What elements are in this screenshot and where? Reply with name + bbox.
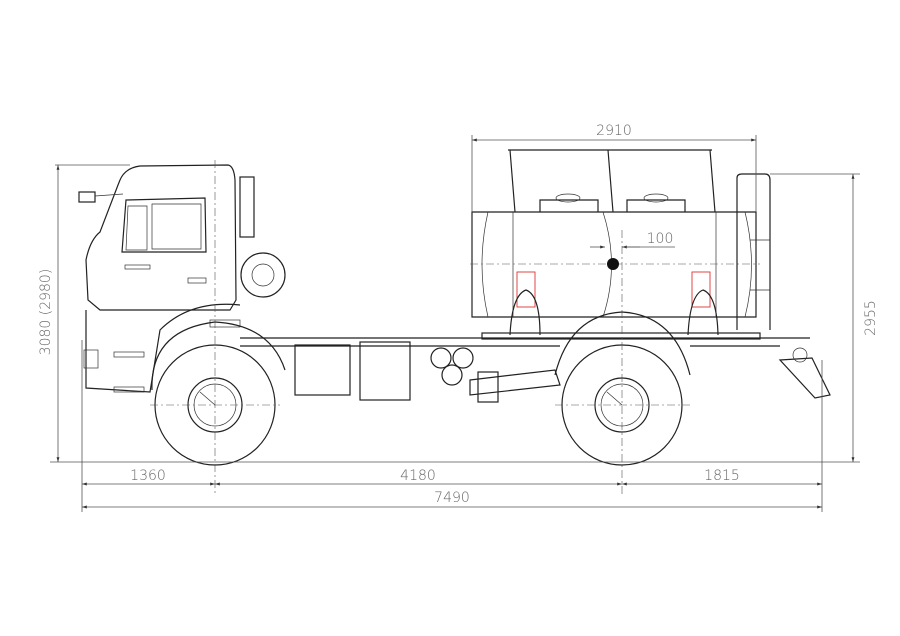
front-fender [151, 321, 286, 391]
dimensions [50, 135, 860, 512]
tank [470, 149, 771, 340]
air-filter [240, 252, 286, 298]
rear-fender [554, 311, 691, 376]
mirror [78, 191, 96, 203]
exhaust-stack [239, 176, 255, 238]
dim-tank-length: 2910 [596, 123, 632, 139]
battery-box [294, 344, 351, 396]
chassis-frame [240, 337, 831, 403]
drain-port [607, 258, 619, 270]
dim-wheelbase: 4180 [400, 468, 436, 484]
dim-cab-height: 3080 (2980) [38, 269, 54, 356]
dim-overall-length: 7490 [434, 490, 470, 506]
dim-offset: 100 [647, 231, 674, 247]
ladder [736, 173, 771, 330]
tow-hitch [778, 357, 831, 399]
dim-tank-height: 2955 [863, 300, 879, 336]
dim-front-overhang: 1360 [130, 468, 166, 484]
drive-shaft [469, 369, 561, 396]
handrail [508, 149, 716, 213]
dim-rear-overhang: 1815 [704, 468, 740, 484]
cab [78, 164, 286, 393]
fuel-tank [359, 341, 411, 401]
